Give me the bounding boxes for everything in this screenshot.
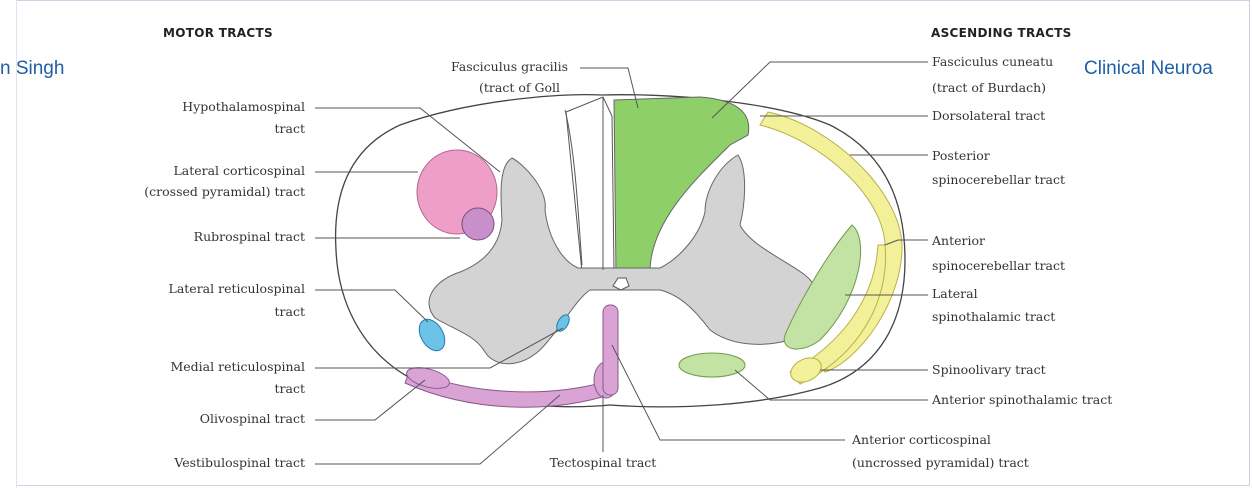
label-lateral-spinothalamic-sub: spinothalamic tract (932, 309, 1055, 324)
label-fasciculus-gracilis: Fasciculus gracilis (451, 59, 568, 74)
label-olivospinal: Olivospinal tract (200, 411, 305, 426)
label-rubrospinal: Rubrospinal tract (194, 229, 305, 244)
label-anterior-corticospinal: Anterior corticospinal (851, 432, 991, 447)
header-motor-tracts: MOTOR TRACTS (163, 26, 273, 40)
label-lateral-corticospinal-sub: (crossed pyramidal) tract (144, 184, 305, 199)
label-dorsolateral: Dorsolateral tract (932, 108, 1045, 123)
label-medial-reticulospinal-tract: tract (275, 381, 305, 396)
label-anterior-spinothalamic: Anterior spinothalamic tract (931, 392, 1112, 407)
overlay-book-title-text: Clinical Neuroa (1082, 58, 1215, 80)
label-fasciculus-gracilis-sub: (tract of Goll (479, 80, 560, 95)
label-lateral-corticospinal: Lateral corticospinal (173, 163, 305, 178)
label-medial-reticulospinal: Medial reticulospinal (170, 359, 305, 374)
label-spinoolivary: Spinoolivary tract (932, 362, 1046, 377)
label-anterior-spinocerebellar-sub: spinocerebellar tract (932, 258, 1065, 273)
label-hypothalamospinal: Hypothalamospinal (182, 99, 305, 114)
label-tectospinal: Tectospinal tract (550, 455, 657, 470)
label-posterior-spinocerebellar: Posterior (932, 148, 990, 163)
label-fasciculus-cuneatus: Fasciculus cuneatu (932, 54, 1053, 69)
label-anterior-corticospinal-sub: (uncrossed pyramidal) tract (852, 455, 1029, 470)
header-ascending-tracts: ASCENDING TRACTS (931, 26, 1072, 40)
label-lateral-reticulospinal: Lateral reticulospinal (169, 281, 305, 296)
label-lateral-reticulospinal-tract: tract (275, 304, 305, 319)
anterior-spinothalamic-tract (679, 353, 745, 377)
label-hypothalamospinal-tract: tract (275, 121, 305, 136)
label-posterior-spinocerebellar-sub: spinocerebellar tract (932, 172, 1065, 187)
overlay-author-text: n Singh (0, 58, 64, 80)
label-fasciculus-cuneatus-sub: (tract of Burdach) (932, 80, 1046, 95)
label-lateral-spinothalamic: Lateral (932, 286, 978, 301)
rubrospinal-tract (462, 208, 494, 240)
label-vestibulospinal: Vestibulospinal tract (173, 455, 305, 470)
label-anterior-spinocerebellar: Anterior (931, 233, 985, 248)
anterior-corticospinal-tract (603, 305, 618, 395)
